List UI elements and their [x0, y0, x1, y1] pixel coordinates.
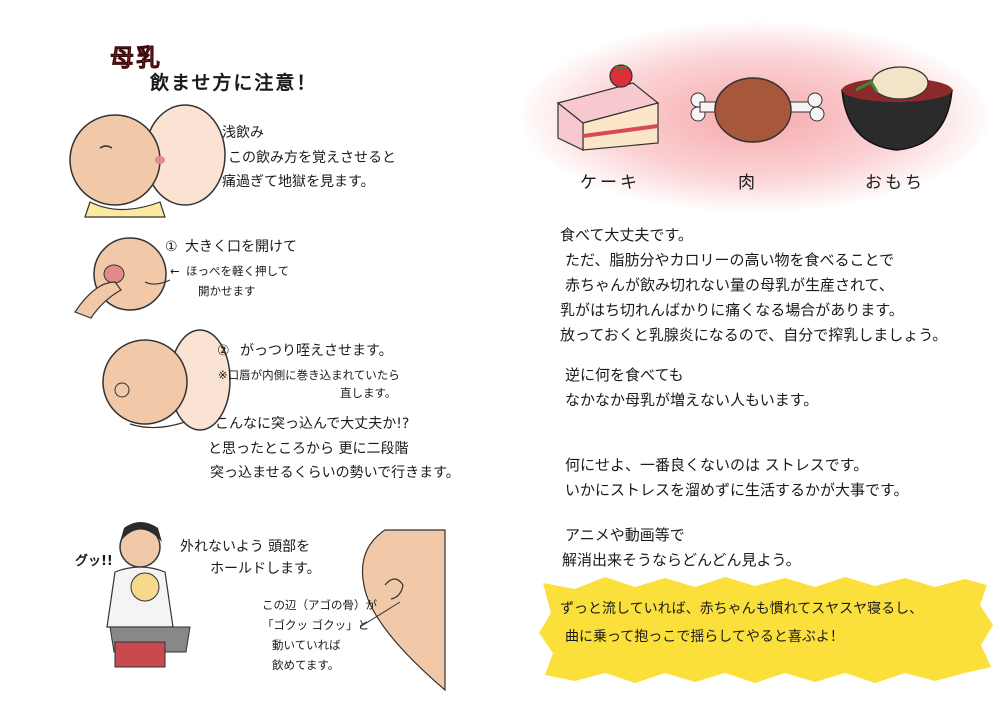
para3-line-2: いかにストレスを溜めずに生活するかが大事です。 [565, 481, 909, 499]
page-subtitle: 飲ませ方に注意！ [150, 72, 318, 94]
step2-body-1: こんなに突っ込んで大丈夫か!? [215, 416, 410, 432]
step2-number: ② [217, 343, 230, 359]
para2-line-2: なかなか母乳が増えない人もいます。 [565, 391, 819, 409]
callout-line-1: ずっと流していれば、赤ちゃんも慣れてスヤスヤ寝るし、 [560, 601, 924, 617]
step2-heading: がっつり咥えさせます。 [240, 343, 393, 359]
jaw-illustration [359, 529, 446, 692]
step1-heading: 大きく口を開けて [185, 239, 297, 255]
food-label-mochi: おもち [865, 173, 925, 193]
food-label-cake: ケーキ [580, 173, 640, 193]
jaw-line-4: 飲めてます。 [272, 658, 340, 672]
para1-line-1: 食べて大丈夫です。 [560, 226, 693, 244]
para4-line-1: アニメや動画等で [565, 526, 685, 544]
para1-line-2: ただ、脂肪分やカロリーの高い物を食べることで [565, 251, 895, 269]
shallow-line-1: この飲み方を覚えさせると [228, 150, 396, 166]
para4-line-2: 解消出来そうならどんどん見よう。 [562, 551, 801, 569]
jaw-line-2: 「ゴクッ ゴクッ」と [262, 618, 370, 632]
callout-burst [539, 577, 993, 683]
step2-note-2: 直します。 [340, 386, 397, 400]
step1-arrow: ← [170, 264, 180, 278]
hold-line-2: ホールドします。 [210, 561, 321, 577]
jaw-line-3: 動いていれば [272, 638, 341, 652]
step2-note-1: ※口唇が内側に巻き込まれていたら [218, 368, 400, 382]
mother-holding-illustration [106, 522, 191, 668]
deep-latch-illustration [102, 329, 231, 431]
step1-number: ① [165, 239, 178, 255]
para1-line-5: 放っておくと乳腺炎になるので、自分で搾乳しましょう。 [560, 326, 948, 344]
step2-body-3: 突っ込ませるくらいの勢いで行きます。 [210, 465, 460, 481]
para2-line-1: 逆に何を食べても [565, 366, 684, 384]
step2-body-2: と思ったところから 更に二段階 [208, 441, 409, 457]
para3-line-1: 何にせよ、一番良くないのは ストレスです。 [565, 456, 869, 474]
shallow-heading: 浅飲み [222, 125, 264, 141]
shallow-latch-illustration [69, 104, 226, 218]
grip-sfx: グッ!! [75, 554, 113, 569]
callout-line-2: 曲に乗って抱っこで揺らしてやると喜ぶよ！ [565, 629, 844, 645]
cake-icon [556, 64, 660, 151]
mochi-soup-icon [841, 66, 953, 151]
food-label-meat: 肉 [738, 173, 758, 193]
shallow-line-2: 痛過ぎて地獄を見ます。 [222, 174, 375, 190]
step1-note-1: ほっぺを軽く押して [186, 264, 290, 278]
step1-note-2: 開かせます [198, 284, 256, 298]
page-title: 母乳 [110, 44, 162, 73]
jaw-line-1: この辺（アゴの骨）が [262, 598, 377, 612]
para1-line-4: 乳がはち切れんばかりに痛くなる場合があります。 [560, 301, 904, 319]
para1-line-3: 赤ちゃんが飲み切れない量の母乳が生産されて、 [565, 276, 894, 294]
open-mouth-illustration [74, 237, 171, 319]
meat-icon [690, 77, 825, 143]
hold-line-1: 外れないよう 頭部を [180, 539, 311, 555]
